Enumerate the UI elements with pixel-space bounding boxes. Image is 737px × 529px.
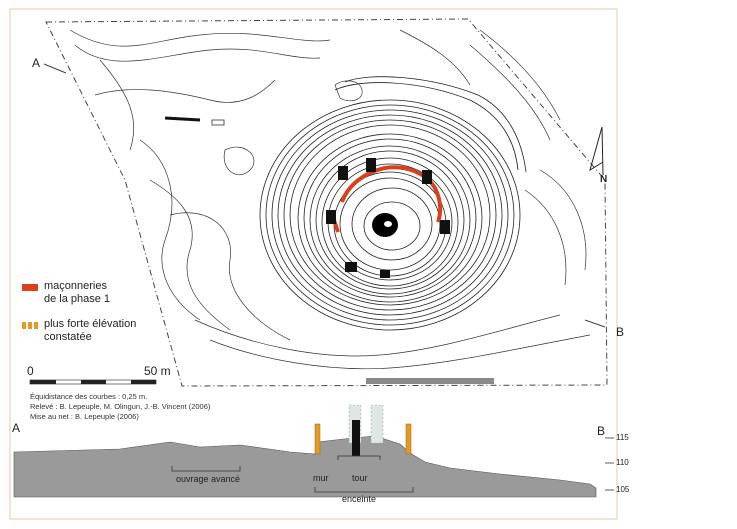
ouvrage-label: ouvrage avancé <box>176 474 241 484</box>
phase1-masonry <box>340 165 443 223</box>
elevation-110: 110 <box>616 458 629 467</box>
north-label: N <box>600 174 608 185</box>
section-line-b <box>584 319 606 328</box>
credits-line3: Mise au net : B. Lepeuple (2006) <box>30 412 139 421</box>
legend-masonry-line2: de la phase 1 <box>44 293 111 305</box>
mur-label: mur <box>313 473 329 483</box>
section-line-a <box>43 63 67 74</box>
small-structure <box>211 119 225 126</box>
profile-a-label: A <box>12 421 21 435</box>
orange-swatch-icon <box>22 322 38 329</box>
terrain-profile <box>13 435 597 498</box>
credits-line2: Relevé : B. Lepeuple, M. Olingun, J.-B. … <box>30 402 211 411</box>
central-tower-highlight <box>384 221 392 227</box>
legend-elevation-line2: constatée <box>44 331 92 343</box>
legend-item-elevation: plus forte élévation constatée <box>44 318 136 344</box>
point-a-label: A <box>32 56 41 70</box>
tower-ghost-right <box>370 404 384 444</box>
tour-label: tour <box>352 473 368 483</box>
point-b-label: B <box>616 325 625 339</box>
red-swatch-icon <box>22 284 38 291</box>
legend-masonry-line1: maçonneries <box>44 280 107 292</box>
elevation-ticks <box>605 437 614 491</box>
profile-b-label: B <box>597 424 606 438</box>
north-arrow-icon <box>589 126 604 176</box>
scale-end-label: 50 m <box>144 364 171 378</box>
credits-block: Équidistance des courbes : 0,25 m. Relev… <box>30 392 210 422</box>
elevation-marker-icon <box>314 423 412 455</box>
elevation-105: 105 <box>616 485 630 494</box>
legend-elevation-line1: plus forte élévation <box>44 318 137 330</box>
elevation-115: 115 <box>616 433 629 442</box>
contour-lines <box>69 29 591 370</box>
motte-contours <box>259 76 527 331</box>
scale-bar <box>29 379 157 385</box>
tower-profile-block <box>352 420 360 456</box>
wall-fragment <box>164 116 201 122</box>
plan-baseline-bar <box>366 378 494 384</box>
enceinte-label: enceinte <box>342 494 377 504</box>
figure-border <box>9 8 618 520</box>
scale-start-label: 0 <box>27 364 34 378</box>
legend-item-masonry: maçonneries de la phase 1 <box>44 280 110 306</box>
profile-brackets <box>171 455 414 493</box>
tower-blocks <box>326 158 450 278</box>
credits-line1: Équidistance des courbes : 0,25 m. <box>30 392 148 401</box>
